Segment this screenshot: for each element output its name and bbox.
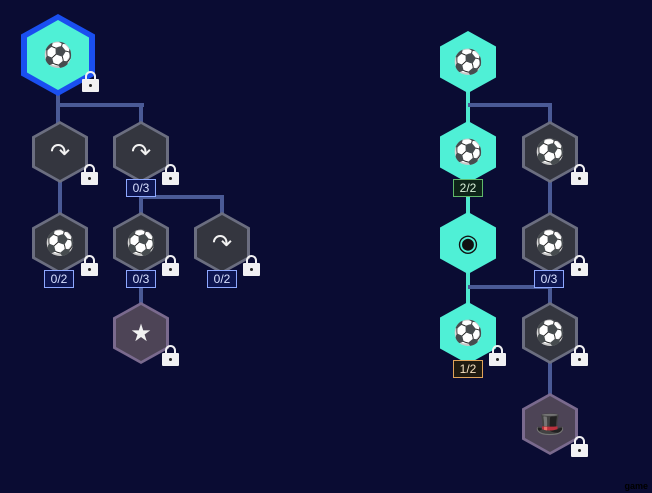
- connector: [468, 285, 552, 289]
- progress-badge: 0/2: [207, 270, 237, 288]
- connector: [466, 85, 470, 315]
- lock-icon: [82, 71, 99, 92]
- lock-icon: [571, 345, 588, 366]
- skill-node[interactable]: ⚽: [32, 212, 98, 276]
- top-hat-ball-icon: 🎩: [535, 410, 565, 438]
- connector: [468, 103, 552, 107]
- skill-node[interactable]: ⚽: [522, 121, 588, 185]
- lock-icon: [162, 164, 179, 185]
- eye-icon: ◉: [457, 229, 479, 257]
- lock-icon: [162, 345, 179, 366]
- lock-icon: [571, 436, 588, 457]
- star-card-icon: ★: [130, 319, 152, 347]
- curve-pass-icon: ↷: [130, 138, 152, 166]
- curve-shot-ball-icon: ⚽: [45, 229, 75, 257]
- curve-pass-icon: ↷: [211, 229, 233, 257]
- connector: [139, 195, 224, 199]
- curve-shot-ball-icon: ⚽: [43, 41, 73, 69]
- progress-badge: 0/2: [44, 270, 74, 288]
- connector: [56, 90, 60, 130]
- progress-badge: 0/3: [126, 179, 156, 197]
- connector: [58, 175, 62, 220]
- skill-node[interactable]: ⚽: [440, 31, 496, 93]
- skill-node-root[interactable]: ⚽: [21, 14, 99, 96]
- skill-node[interactable]: ↷: [32, 121, 98, 185]
- lock-icon: [571, 164, 588, 185]
- progress-badge: 0/3: [126, 270, 156, 288]
- lock-icon: [81, 164, 98, 185]
- connector: [139, 195, 143, 220]
- connector: [56, 103, 144, 107]
- connector: [220, 195, 224, 220]
- skill-node[interactable]: ⚽: [440, 121, 496, 183]
- boot-kick-icon: ⚽: [453, 48, 483, 76]
- lock-icon: [162, 255, 179, 276]
- skill-node[interactable]: ↷: [194, 212, 260, 276]
- skill-node[interactable]: ◉: [440, 212, 496, 274]
- progress-badge: 1/2: [453, 360, 483, 378]
- power-shot-icon: ⚽: [535, 138, 565, 166]
- skill-node[interactable]: ⚽: [440, 302, 506, 366]
- skill-node-special[interactable]: ★: [113, 302, 179, 366]
- power-shot-icon: ⚽: [535, 229, 565, 257]
- progress-badge: 0/3: [534, 270, 564, 288]
- lock-icon: [489, 345, 506, 366]
- connector: [139, 287, 143, 312]
- skill-node[interactable]: ⚽: [113, 212, 179, 276]
- connector: [139, 103, 143, 128]
- skill-node[interactable]: ⚽: [522, 212, 588, 276]
- boot-kick-icon: ⚽: [453, 319, 483, 347]
- boot-kick-icon: ⚽: [453, 138, 483, 166]
- progress-badge: 2/2: [453, 179, 483, 197]
- curve-shot-ball-icon: ⚽: [126, 229, 156, 257]
- power-shot-icon: ⚽: [535, 319, 565, 347]
- skill-node[interactable]: ↷: [113, 121, 179, 185]
- skill-node[interactable]: ⚽: [522, 302, 588, 366]
- lock-icon: [81, 255, 98, 276]
- lock-icon: [243, 255, 260, 276]
- skill-node-special[interactable]: 🎩: [522, 393, 588, 457]
- watermark: game: [624, 481, 648, 491]
- lock-icon: [571, 255, 588, 276]
- curve-pass-icon: ↷: [49, 138, 71, 166]
